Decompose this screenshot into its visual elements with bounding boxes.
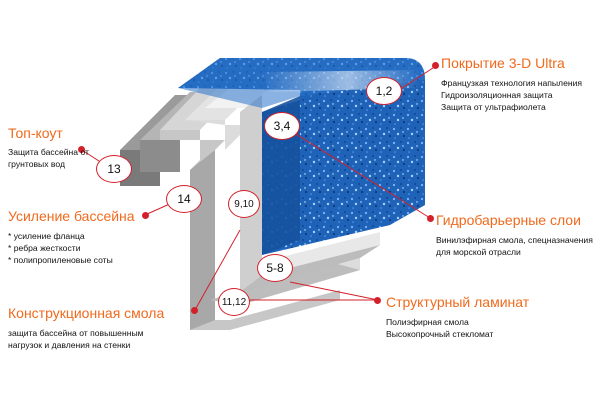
callout-reinforcement: Усиление бассейна * усиление фланца * ре… xyxy=(8,208,135,266)
desc-line: Защита бассейна от xyxy=(8,147,89,157)
desc-line: нагрузок и давления на стенки xyxy=(8,340,131,350)
badge-3-4: 3,4 xyxy=(264,112,300,140)
badge-9-10: 9,10 xyxy=(228,190,260,218)
desc-line: * усиление фланца xyxy=(8,231,85,241)
callout-description: защита бассейна от повышенным нагрузок и… xyxy=(8,327,164,351)
callout-title: Топ-коут xyxy=(8,125,63,141)
callout-description: Полиэфирная смола Высокопрочный стеклома… xyxy=(386,316,529,340)
badge-1-2: 1,2 xyxy=(366,77,402,105)
callout-structural-laminate: Структурный ламинат Полиэфирная смола Вы… xyxy=(386,294,529,340)
marker-dot-structural-resin xyxy=(191,307,198,314)
callout-3d-ultra: Покрытие 3-D Ultra Французкая технология… xyxy=(441,55,582,113)
callout-description: * усиление фланца * ребра жесткости * по… xyxy=(8,230,135,266)
marker-dot-hydro-barrier xyxy=(427,215,434,222)
marker-dot-topcoat xyxy=(78,146,85,153)
badge-5-8: 5-8 xyxy=(257,254,293,282)
callout-structural-resin: Конструкционная смола защита бассейна от… xyxy=(8,305,164,351)
marker-dot-reinforcement xyxy=(142,212,149,219)
desc-line: грунтовых вод xyxy=(8,159,65,169)
callout-description: Защита бассейна от грунтовых вод xyxy=(8,146,89,170)
desc-line: защита бассейна от повышенным xyxy=(8,328,144,338)
badge-13: 13 xyxy=(96,155,132,183)
marker-dot-laminate xyxy=(374,297,381,304)
marker-dot-3d-ultra xyxy=(432,62,439,69)
desc-line: * ребра жесткости xyxy=(8,243,81,253)
callout-title: Гидробарьерные слои xyxy=(436,212,581,228)
callout-title: Конструкционная смола xyxy=(8,305,165,321)
desc-line: Высокопрочный стекломат xyxy=(386,329,494,339)
callout-description: Французкая технология напыления Гидроизо… xyxy=(441,77,582,113)
badge-14: 14 xyxy=(166,185,202,213)
desc-line: Полиэфирная смола xyxy=(386,317,469,327)
desc-line: Французкая технология напыления xyxy=(441,78,583,88)
callout-topcoat: Топ-коут Защита бассейна от грунтовых во… xyxy=(8,125,89,170)
callout-description: Винилэфирная смола, спецназначения для м… xyxy=(436,234,593,258)
callout-title: Структурный ламинат xyxy=(386,294,530,310)
callout-title: Усиление бассейна xyxy=(8,208,135,224)
desc-line: Винилэфирная смола, спецназначения xyxy=(436,235,593,245)
desc-line: Защита от ультрафиолета xyxy=(441,102,546,112)
desc-line: для морской отрасли xyxy=(436,247,521,257)
leader-lines xyxy=(81,65,437,311)
desc-line: Гидроизоляционная защита xyxy=(441,90,553,100)
desc-line: * полипропиленовые соты xyxy=(8,255,113,265)
badge-11-12: 11,12 xyxy=(218,288,250,316)
callout-hydro-barrier: Гидробарьерные слои Винилэфирная смола, … xyxy=(436,212,593,258)
callout-title: Покрытие 3-D Ultra xyxy=(441,55,565,71)
